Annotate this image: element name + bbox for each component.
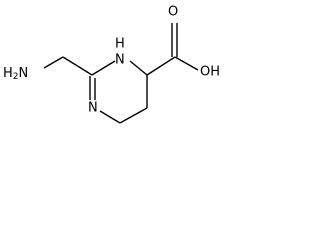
atom-label-ring-nh-h: H — [115, 37, 125, 52]
bond-ch2-c2 — [62, 56, 93, 76]
bond-c5-c4 — [119, 107, 148, 124]
atom-label-hydroxyl: OH — [200, 65, 220, 80]
bond-cooh-oh — [174, 56, 199, 71]
bonds — [43, 23, 199, 124]
bond-c6-cooh — [146, 56, 176, 76]
chemical-structure-diagram: H2N H N N OH O — [3, 5, 220, 124]
atom-label-ring-n: N — [88, 101, 98, 116]
bond-c4-n3 — [99, 110, 121, 124]
atom-label-h2n: H2N — [3, 66, 28, 82]
atom-labels: H2N H N N OH O — [3, 5, 220, 116]
bond-n1-c6 — [129, 60, 148, 76]
bond-c2-n1 — [91, 60, 116, 76]
atom-label-ring-nh: N — [115, 53, 125, 68]
atom-label-carbonyl-o: O — [168, 5, 178, 20]
bond-n-ch2 — [43, 56, 64, 69]
